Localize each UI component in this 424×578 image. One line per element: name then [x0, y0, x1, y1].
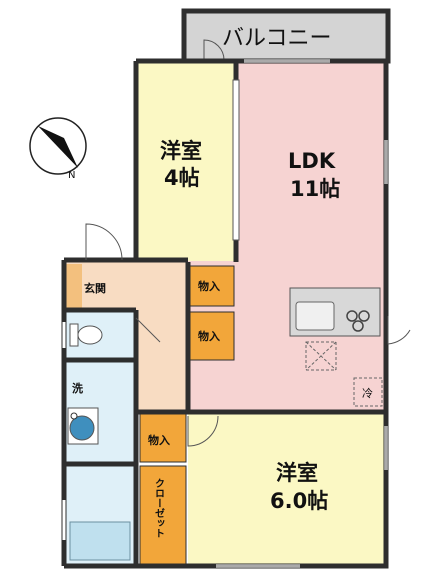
compass-arrow-icon [38, 126, 78, 168]
ldk-label-1: LDK [288, 149, 336, 173]
balcony-door-swing [203, 39, 225, 61]
western-room-4-label-2: 4帖 [164, 166, 200, 190]
kitchen-sink [295, 301, 335, 331]
entrance-label: 玄関 [84, 281, 106, 295]
corridor-floor [136, 262, 188, 412]
compass-label: N [68, 170, 75, 181]
fridge-label: 冷 [362, 387, 373, 400]
compass: N [29, 117, 87, 181]
ldk-label-2: 11帖 [290, 177, 340, 201]
storage-2-box [189, 311, 235, 361]
western-room-6-label-1: 洋室 [276, 461, 318, 485]
storage-3-label: 物入 [148, 433, 170, 447]
storage-1-label: 物入 [198, 279, 220, 293]
fridge-space [353, 377, 383, 407]
wash-basin-drain [70, 412, 78, 420]
door-swing [387, 316, 411, 345]
kitchen-hood [305, 341, 337, 371]
storage-2-label: 物入 [198, 329, 220, 343]
window-frames [216, 60, 387, 567]
kitchen-hood-cross [305, 341, 337, 371]
wash-basin-bowl [69, 415, 95, 441]
stove-burner [358, 310, 370, 322]
sliding-door [232, 79, 240, 241]
washroom-label: 洗 [72, 381, 83, 395]
entrance-step [66, 264, 82, 308]
closet-box [139, 465, 187, 565]
closet-label: クローゼット [153, 478, 165, 538]
door-swing [187, 415, 219, 447]
western-room-6-label-2: 6.0帖 [270, 489, 328, 513]
entrance-door-swing [85, 223, 123, 261]
stove-burner [352, 320, 364, 332]
storage-3-box [139, 413, 187, 463]
storage-1-box [189, 265, 235, 307]
western-room-6-floor [188, 414, 386, 566]
toilet-bowl [77, 325, 103, 345]
stove-burner [346, 310, 358, 322]
western-room-4-label-1: 洋室 [160, 139, 202, 163]
door-swing [135, 317, 161, 343]
toilet-tank [69, 323, 79, 347]
bathtub [69, 521, 131, 561]
balcony-label: バルコニー [222, 26, 332, 51]
western-room-4-floor [138, 63, 236, 261]
